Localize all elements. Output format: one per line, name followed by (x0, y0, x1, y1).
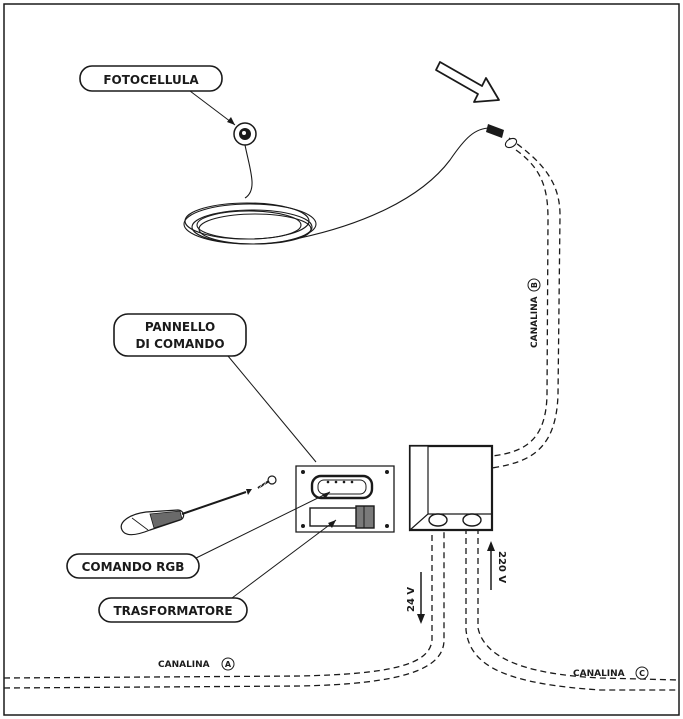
canalina-b-label: CANALINA B (527, 278, 541, 348)
screwdriver-icon (120, 489, 252, 536)
volt-220-label: 220 V (496, 551, 507, 583)
comando-rgb-callout: COMANDO RGB (66, 491, 331, 579)
canalina-a-mark: A (225, 660, 232, 669)
conduit-c (465, 528, 680, 691)
voltage-24v: 24 V (406, 572, 425, 624)
control-panel (295, 465, 395, 533)
diagram-frame (3, 3, 680, 716)
canalina-c-label: CANALINA C (573, 666, 649, 680)
photocell-sensor (233, 122, 257, 146)
canalina-c-mark: C (639, 669, 645, 678)
box-outlet-right (462, 513, 482, 527)
canalina-b-mark: B (530, 282, 539, 288)
conduit-a (3, 528, 445, 689)
canalina-b-text: CANALINA (530, 296, 540, 348)
rgb-module (310, 474, 374, 500)
trasformatore-label: TRASFORMATORE (113, 604, 232, 618)
pannello-label-line1: PANNELLO (145, 320, 215, 334)
canalina-a-label: CANALINA A (158, 657, 235, 671)
trasformatore-callout: TRASFORMATORE (98, 519, 337, 623)
pannello-label-line2: DI COMANDO (135, 337, 224, 351)
comando-rgb-label: COMANDO RGB (82, 560, 185, 574)
canalina-a-text: CANALINA (158, 660, 210, 670)
fotocellula-callout: FOTOCELLULA (79, 65, 236, 126)
box-outlet-left (428, 513, 448, 527)
transformer-module (309, 505, 375, 529)
pannello-callout: PANNELLO DI COMANDO (113, 313, 317, 463)
fotocellula-label: FOTOCELLULA (103, 73, 199, 87)
insertion-arrow-icon (435, 61, 500, 103)
cable-connector (486, 124, 518, 149)
photocell-cable (183, 127, 491, 245)
junction-box (408, 444, 494, 532)
voltage-220v: 220 V (487, 541, 507, 590)
conduit-b (491, 137, 561, 469)
screw-icon (257, 475, 277, 490)
canalina-c-text: CANALINA (573, 669, 625, 679)
volt-24-label: 24 V (406, 587, 417, 612)
